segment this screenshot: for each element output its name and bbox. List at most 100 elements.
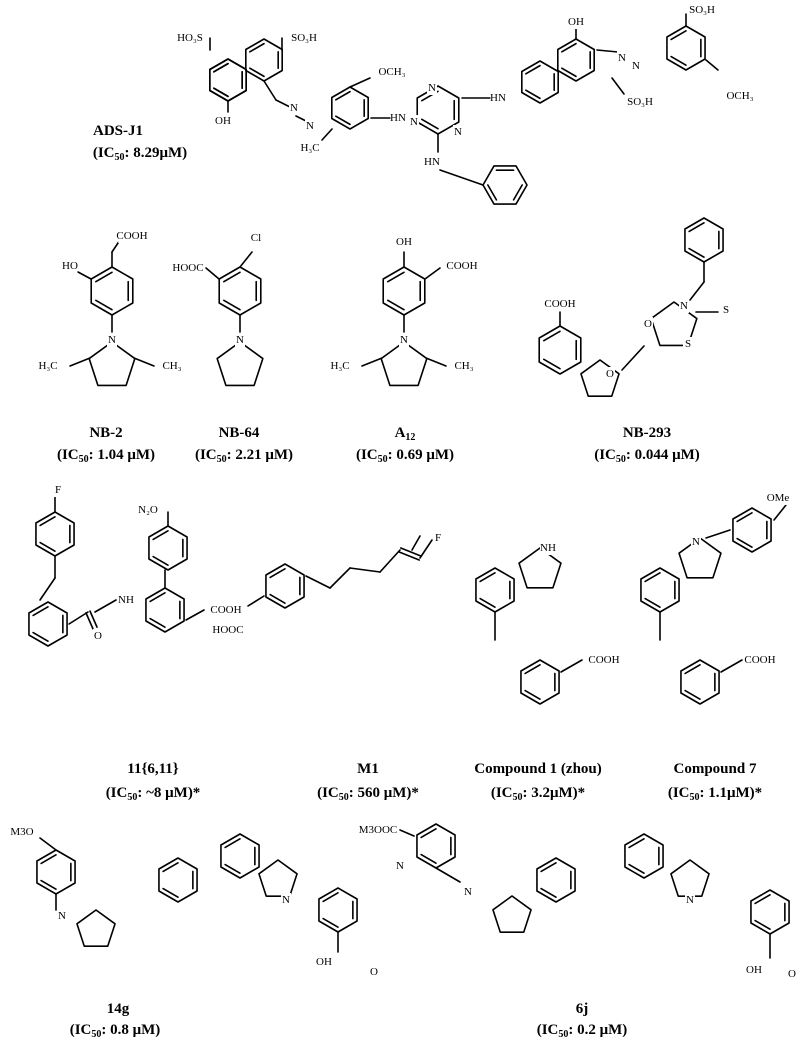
c11-bond: [89, 610, 98, 628]
c11-bond: [39, 541, 56, 552]
nb293-bond: [689, 281, 705, 301]
c7-bond: [720, 659, 743, 673]
c7-atom-mask: [691, 535, 701, 549]
caption-adsj1-ic50: (IC50: 8.29μM): [93, 145, 187, 163]
adsj1-bond: [213, 87, 229, 98]
adsj1-ring: [416, 85, 460, 135]
adsj1-ring: [482, 165, 528, 205]
adsj1-atom-mask: [688, 3, 716, 17]
c14g-atom-mask: [316, 955, 332, 969]
a12-atom-n: N: [400, 334, 408, 346]
adsj1-atom-n: N: [454, 126, 462, 138]
a12-atom-mask: [396, 235, 412, 249]
c6j-atom-oh: OH: [746, 964, 762, 976]
nb293-bond: [688, 222, 705, 233]
c6j-atom-mask: [395, 859, 405, 873]
a12-bond: [386, 299, 405, 311]
c7-ring: [640, 567, 680, 613]
c14g-ring: [220, 833, 260, 879]
a12-atom-ch3: CH₃: [454, 360, 473, 372]
m1-bond: [411, 535, 421, 551]
c14g-ring: [76, 909, 116, 947]
caption-c1-name: Compound 1 (zhou): [474, 761, 602, 777]
nb293-bond: [542, 358, 561, 370]
a12-bond: [424, 267, 441, 280]
c14g-ring: [258, 859, 298, 897]
nb2-ring: [90, 266, 134, 316]
c6j-bond: [628, 838, 645, 849]
nb293-ring: [580, 359, 620, 397]
a12-atom-mask: [453, 359, 475, 373]
caption-14g-name: 14g: [107, 1001, 130, 1017]
c7-bond: [684, 689, 701, 700]
caption-nb293-name: NB-293: [623, 425, 671, 441]
c7-bond: [736, 512, 753, 523]
adsj1-atom-mask: [424, 155, 440, 169]
nb2-bond: [69, 357, 91, 367]
m1-bond: [398, 551, 420, 561]
adsj1-bond: [263, 80, 277, 101]
nb293-atom-s: S: [723, 304, 729, 316]
c7-atom-mask: [767, 491, 789, 505]
adsj1-bond: [670, 55, 687, 66]
c6j-bond: [540, 887, 557, 898]
c11-bond: [152, 555, 169, 566]
caption-c11-ic50: (IC50: ~8 μM)*: [106, 785, 201, 803]
adsj1-bond: [439, 169, 484, 186]
adsj1-bond: [611, 77, 625, 95]
c14g-bond: [40, 879, 57, 890]
adsj1-atom-mask: [290, 31, 318, 45]
adsj1-atom-mask: [427, 81, 437, 95]
adsj1-bond: [321, 128, 333, 141]
c11-atom-o: O: [94, 630, 102, 642]
c11-bond: [85, 612, 94, 630]
adsj1-atom-n: N: [290, 102, 298, 114]
nb64-atom-cl: Cl: [251, 232, 261, 244]
c7-bond: [705, 529, 731, 539]
c11-bond: [149, 592, 166, 603]
nb2-atom-mask: [118, 229, 146, 243]
caption-adsj1-name: ADS-J1: [93, 123, 143, 139]
adsj1-atom-ho3s: HO₃S: [177, 32, 203, 44]
c11-atom-mask: [118, 593, 134, 607]
nb2-atom-mask: [107, 333, 117, 347]
c14g-atom-o: O: [370, 966, 378, 978]
c6j-bond: [435, 867, 461, 883]
a12-atom-h3c: H₃C: [330, 360, 349, 372]
c6j-ring: [416, 823, 456, 869]
c14g-atom-n: N: [282, 894, 290, 906]
nb64-atom-mask: [235, 333, 245, 347]
c6j-atom-n: N: [686, 894, 694, 906]
c14g-bond: [39, 837, 57, 851]
nb2-atom-mask: [62, 259, 78, 273]
adsj1-bond: [670, 30, 687, 41]
nb2-atom-mask: [37, 359, 59, 373]
m1-bond: [400, 547, 422, 557]
adsj1-bond: [420, 118, 439, 130]
c14g-ring: [318, 887, 358, 933]
c11-atom-mask: [93, 629, 103, 643]
adsj1-bond: [335, 90, 351, 101]
nb293-atom-mask: [683, 337, 693, 351]
c14g-atom-m3o: M3O: [10, 826, 33, 838]
adsj1-atom-n: N: [632, 60, 640, 72]
m1-atom-mask: [214, 623, 242, 637]
c14g-atom-mask: [11, 825, 33, 839]
c11-bond: [94, 599, 117, 613]
adsj1-atom-n: N: [428, 82, 436, 94]
c11-atom-mask: [53, 483, 63, 497]
adsj1-bond: [596, 49, 619, 53]
c7-ring: [680, 659, 720, 705]
adsj1-atom-mask: [299, 141, 321, 155]
caption-nb293-ic50: (IC50: 0.044 μM): [594, 447, 700, 465]
c6j-atom-mask: [463, 885, 473, 899]
c14g-bond: [162, 862, 179, 873]
c6j-atom-mask: [787, 967, 797, 981]
c6j-atom-o: O: [788, 968, 796, 980]
caption-6j-name: 6j: [576, 1001, 589, 1017]
adsj1-bond: [512, 184, 523, 201]
c7-ring: [732, 507, 772, 553]
nb64-ring: [218, 266, 262, 316]
c6j-atom-n: N: [464, 886, 472, 898]
